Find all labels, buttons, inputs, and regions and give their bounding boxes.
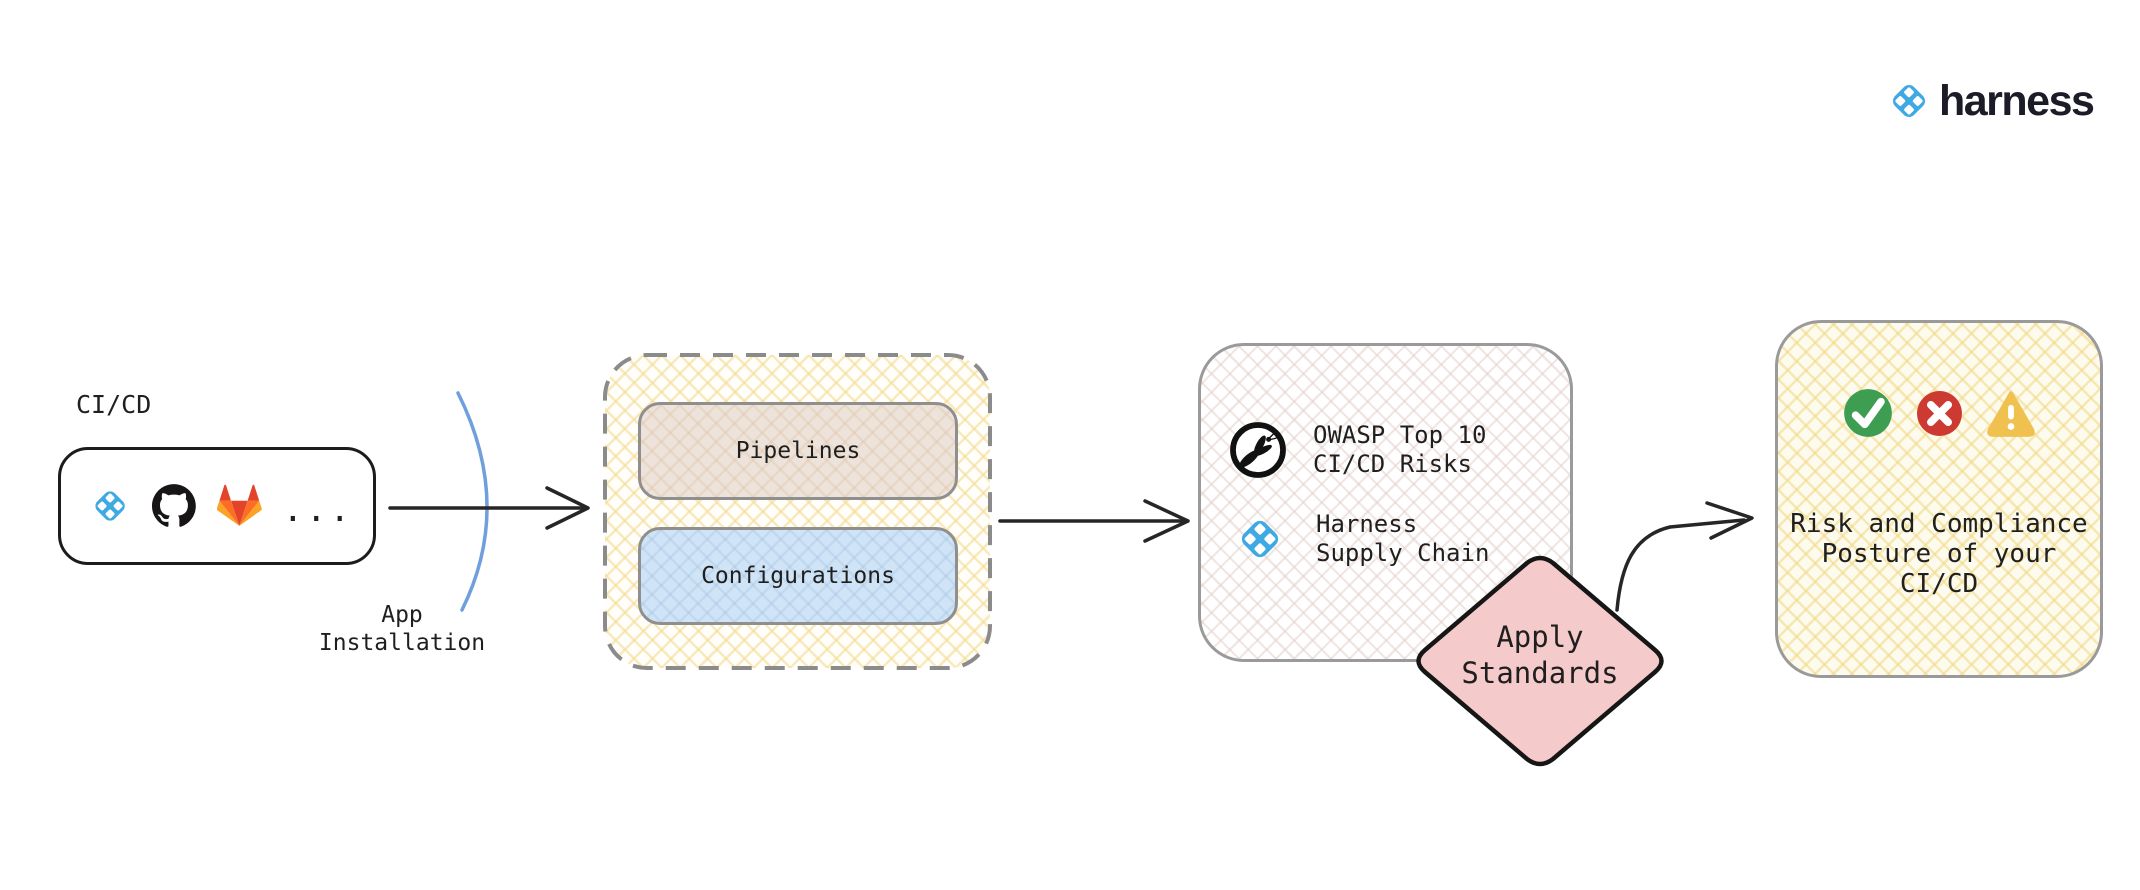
harness-supply-chain-line2: Supply Chain <box>1316 539 1490 567</box>
harness-logo-icon <box>1890 82 1928 120</box>
owasp-label-line1: OWASP Top 10 <box>1313 421 1487 449</box>
cross-icon <box>1915 389 1964 438</box>
result-line2: Posture of your <box>1821 539 2057 569</box>
ingest-container: Pipelines Configurations <box>605 355 990 668</box>
apply-standards-line1: Apply <box>1496 620 1584 654</box>
check-icon <box>1842 387 1894 439</box>
app-installation-line1: App <box>381 602 423 628</box>
app-installation-arc <box>456 391 489 612</box>
owasp-label-line2: CI/CD Risks <box>1313 450 1472 478</box>
result-box: Risk and Compliance Posture of your CI/C… <box>1775 320 2103 678</box>
arrow-diamond-to-result <box>1615 501 1754 612</box>
arrow-source-to-ingest <box>388 486 590 530</box>
arrow-ingest-to-standards <box>998 499 1190 543</box>
gitlab-icon <box>216 484 262 526</box>
result-line3: CI/CD <box>1899 569 1979 599</box>
result-label: Risk and Compliance Posture of your CI/C… <box>1778 509 2100 599</box>
app-installation-line2: Installation <box>318 630 486 656</box>
apply-standards-label: Apply Standards <box>1440 619 1640 691</box>
more-providers-ellipsis: ... <box>282 490 353 530</box>
pipelines-box: Pipelines <box>638 402 958 500</box>
harness-icon <box>1238 517 1282 561</box>
apply-standards-line2: Standards <box>1461 656 1619 690</box>
cicd-source-box: ... <box>58 447 376 565</box>
owasp-icon <box>1228 420 1288 480</box>
harness-supply-chain-row: Harness Supply Chain <box>1234 510 1489 568</box>
warning-icon <box>1985 387 2037 439</box>
github-icon <box>152 484 196 527</box>
harness-icon <box>92 488 128 524</box>
configurations-label: Configurations <box>701 563 895 589</box>
result-status-icons <box>1778 387 2100 439</box>
owasp-row: OWASP Top 10 CI/CD Risks <box>1228 420 1486 480</box>
harness-supply-chain-label: Harness Supply Chain <box>1316 510 1489 568</box>
harness-supply-chain-line1: Harness <box>1316 510 1418 538</box>
result-line1: Risk and Compliance <box>1790 509 2088 539</box>
cicd-label: CI/CD <box>76 390 152 419</box>
standards-box: OWASP Top 10 CI/CD Risks Harness Supply … <box>1198 343 1573 662</box>
app-installation-label: App Installation <box>319 601 485 657</box>
owasp-label: OWASP Top 10 CI/CD Risks <box>1313 421 1486 479</box>
harness-logo-text: harness <box>1939 77 2095 125</box>
configurations-box: Configurations <box>638 527 958 625</box>
harness-logo: harness <box>1886 77 2095 125</box>
pipelines-label: Pipelines <box>735 438 861 464</box>
